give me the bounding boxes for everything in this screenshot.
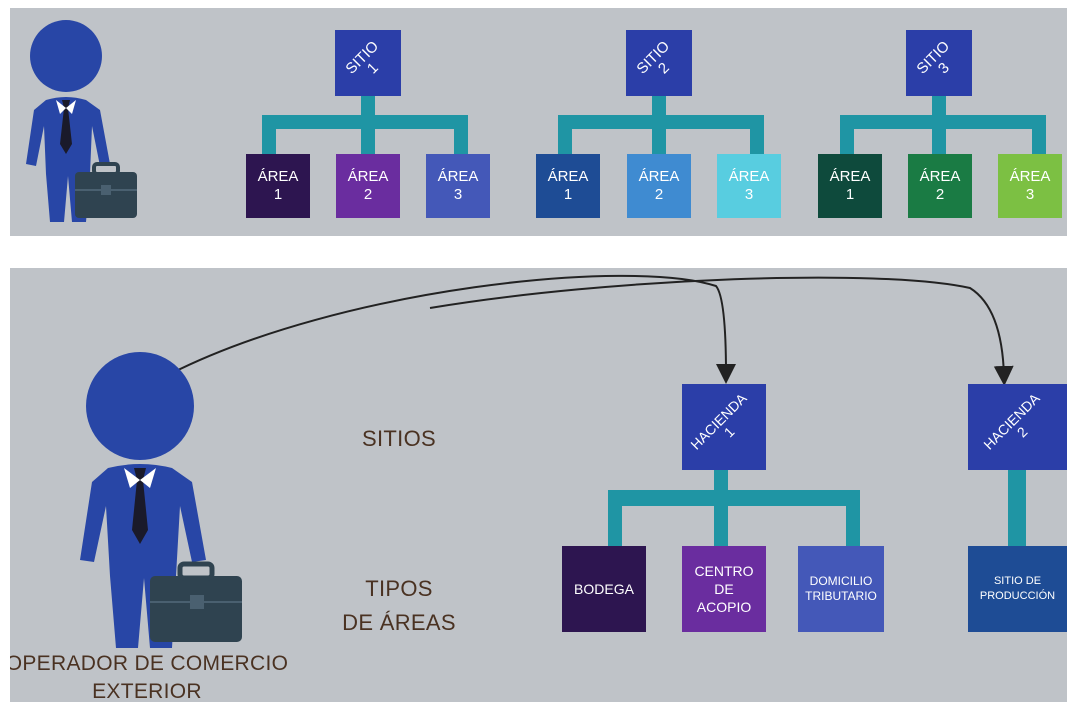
tipos-de-areas-label: TIPOS DE ÁREAS [324, 572, 474, 640]
area-type-label: CENTRO DE ACOPIO [694, 563, 754, 615]
area-number: 2 [935, 186, 945, 203]
briefcase-icon [75, 162, 137, 218]
operator-label: OPERADOR DE COMERCIO EXTERIOR [10, 650, 292, 702]
area-number: 3 [744, 186, 754, 203]
sitio-3-number: 3 [935, 59, 954, 78]
hacienda-1-number: 1 [720, 423, 738, 441]
area-label: ÁREA [437, 168, 479, 185]
briefcase-icon [150, 561, 242, 642]
area-number: 2 [363, 186, 373, 203]
area-label: ÁREA [257, 168, 299, 185]
area-number: 1 [845, 186, 855, 203]
hacienda-2-label: HACIENDA [980, 390, 1044, 453]
area-domicilio-tributario: DOMICILIO TRIBUTARIO [798, 546, 884, 632]
area-bodega: BODEGA [562, 546, 646, 632]
area-type-label: BODEGA [574, 581, 634, 597]
bottom-diagram-panel: SITIOS TIPOS DE ÁREAS OPERADOR DE COMERC… [10, 268, 1067, 702]
area-centro-de-acopio: CENTRO DE ACOPIO [682, 546, 766, 632]
area-number: 1 [273, 186, 283, 203]
arrow-icon [169, 274, 1014, 386]
area-sitio-de-produccion: SITIO DE PRODUCCIÓN [968, 546, 1067, 632]
sitios-label: SITIOS [362, 426, 436, 451]
area-label: ÁREA [728, 168, 770, 185]
area-type-label: DOMICILIO TRIBUTARIO [805, 574, 877, 603]
area-type-label: SITIO DE PRODUCCIÓN [979, 575, 1056, 602]
tipos-label-line2: DE ÁREAS [342, 610, 456, 635]
area-number: 1 [563, 186, 573, 203]
sitio-2-number: 2 [655, 59, 674, 78]
area-label: ÁREA [919, 168, 961, 185]
area-number: 3 [1025, 186, 1035, 203]
hacienda-1-label: HACIENDA [687, 390, 750, 453]
area-label: ÁREA [638, 168, 680, 185]
hacienda-2-number: 2 [1014, 423, 1031, 441]
person-icon [26, 20, 137, 222]
person-icon [80, 352, 242, 648]
tipos-label-line1: TIPOS [365, 576, 433, 601]
operator-label-line2: EXTERIOR [92, 680, 202, 702]
sitio-1-number: 1 [364, 59, 383, 78]
area-label: ÁREA [829, 168, 871, 185]
area-number: 3 [453, 186, 463, 203]
area-label: ÁREA [547, 168, 589, 185]
area-label: ÁREA [1009, 168, 1051, 185]
area-label: ÁREA [347, 168, 389, 185]
area-number: 2 [654, 186, 664, 203]
operator-label-line1: OPERADOR DE COMERCIO [10, 652, 289, 675]
